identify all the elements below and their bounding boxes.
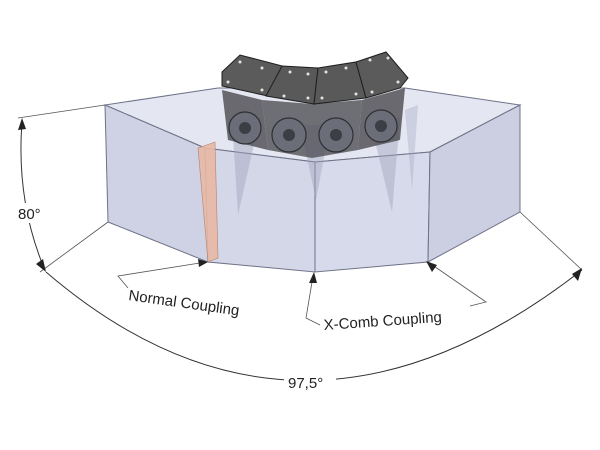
normal-coupling-overlap <box>197 141 219 263</box>
vertical-arrowhead-bottom <box>36 259 46 272</box>
horizontal-label-bg <box>284 372 336 394</box>
speaker-array <box>221 51 409 158</box>
xcomb-leader-center <box>305 275 321 326</box>
woofer-cap-3 <box>330 129 342 141</box>
normal-coupling-leader <box>117 261 207 289</box>
vertical-arc <box>20 121 45 269</box>
woofer-cap-2 <box>283 129 295 141</box>
vertical-label-bg <box>14 203 48 223</box>
normal-coupling-callout: Normal Coupling <box>117 259 240 320</box>
cabinet-top-4 <box>355 51 409 99</box>
xcomb-leader-right <box>427 261 487 307</box>
xcomb-arrowhead-right <box>426 261 437 272</box>
horizontal-angle-dimension: 97,5° <box>45 211 583 394</box>
cabinet-bolts <box>226 56 400 100</box>
xcomb-coupling-label: X-Comb Coupling <box>323 309 442 334</box>
vertical-angle-label: 80° <box>18 206 41 223</box>
vertical-extension-bottom <box>39 221 109 273</box>
coverage-face-center-left <box>204 147 316 273</box>
vertical-angle-dimension: 80° <box>14 104 109 273</box>
xcomb-arrowhead-center <box>309 272 317 283</box>
horizontal-arrowhead-right <box>572 268 582 281</box>
vertical-arrowhead-top <box>18 118 26 130</box>
woofer-cap-4 <box>375 120 387 132</box>
vertical-extension-top <box>17 104 106 119</box>
dispersion-shade-4 <box>405 105 418 190</box>
normal-coupling-arrowhead <box>198 259 208 267</box>
normal-coupling-label: Normal Coupling <box>127 287 240 319</box>
horizontal-extension-right <box>519 211 583 271</box>
woofer-cap-1 <box>239 122 251 134</box>
xcomb-coupling-callout: X-Comb Coupling <box>305 261 487 334</box>
horizontal-angle-label: 97,5° <box>288 375 323 392</box>
